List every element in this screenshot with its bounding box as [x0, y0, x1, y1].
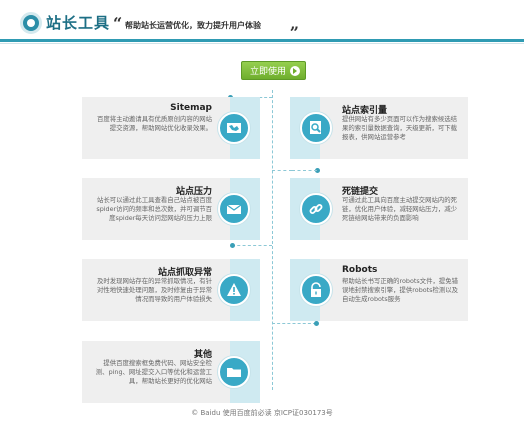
card-crawl-error[interactable]: 站点抓取异常 及时发现网站存在的异常抓取情况，有针对性地快速处理问题，及时修复由…	[82, 259, 260, 321]
magnifier-icon	[300, 112, 332, 144]
card-title: Robots	[342, 265, 378, 275]
quote-open: “	[113, 14, 123, 33]
card-dead-link[interactable]: 死链提交 可通过此工具向百度主动提交网站内的死链，优化用户体验，减轻网站压力，减…	[290, 178, 468, 240]
arrow-right-icon	[290, 66, 300, 76]
timeline-branch	[292, 170, 317, 171]
card-title: 站点压力	[175, 187, 212, 197]
card-desc: 帮助站长书写正确的robots文件，提免错误地封禁搜索引擎，提供robots检测…	[342, 277, 459, 303]
quote-close: „	[290, 14, 300, 33]
timeline-branch	[272, 170, 292, 171]
card-site-pressure[interactable]: 站点压力 站长可以通过此工具查看自己站点被百度spider访问的频率和总次数，并…	[82, 178, 260, 240]
card-robots[interactable]: Robots 帮助站长书写正确的robots文件，提免错误地封禁搜索引擎，提供r…	[290, 259, 468, 321]
folder-icon	[218, 356, 250, 388]
card-others[interactable]: 其他 提供百度搜索框免费代码、网站安全检测、ping、网址提交入口等优化和运营工…	[82, 341, 260, 403]
use-now-label: 立即使用	[250, 67, 287, 77]
card-desc: 百度将主动邀请具有优质原创内容的网站提交资源，帮助网站优化收录效果。	[96, 115, 212, 132]
page-title: 站长工具	[46, 14, 111, 32]
card-index-count[interactable]: 站点索引量 提供网站有多少页面可以作为搜索候选结果的索引量数据查询，天级更新，可…	[290, 97, 468, 159]
header-divider	[0, 39, 524, 42]
card-desc: 站长可以通过此工具查看自己站点被百度spider访问的频率和总次数，并可调节百度…	[96, 196, 212, 222]
card-title: 站点索引量	[342, 106, 388, 116]
timeline-branch	[232, 245, 272, 246]
card-desc: 提供网站有多少页面可以作为搜索候选结果的索引量数据查询，天级更新，可下载报表，供…	[342, 115, 458, 141]
card-desc: 提供百度搜索框免费代码、网站安全检测、ping、网址提交入口等优化和运营工具，帮…	[95, 359, 212, 385]
card-title: 其他	[193, 350, 212, 360]
use-now-button[interactable]: 立即使用	[241, 61, 306, 80]
page-header: 站长工具 “ 帮助站长运营优化，致力提升用户体验 „	[0, 0, 524, 44]
card-title: 站点抓取异常	[157, 268, 212, 278]
envelope-icon	[218, 193, 250, 225]
tagline: 帮助站长运营优化，致力提升用户体验	[125, 21, 261, 30]
lock-icon	[300, 274, 332, 306]
warning-icon	[218, 274, 250, 306]
header-divider-thin	[0, 43, 524, 44]
map-icon	[218, 112, 250, 144]
timeline-dot	[315, 168, 320, 173]
footer: © Baidu 使用百度前必读 京ICP证030173号	[191, 409, 333, 417]
card-title: Sitemap	[170, 103, 212, 113]
card-desc: 及时发现网站存在的异常抓取情况，有针对性地快速处理问题，及时修复由于异常情况而导…	[96, 277, 212, 303]
timeline-branch	[272, 323, 316, 324]
timeline-spine	[272, 90, 273, 390]
card-title: 死链提交	[342, 187, 379, 197]
card-sitemap[interactable]: Sitemap 百度将主动邀请具有优质原创内容的网站提交资源，帮助网站优化收录效…	[82, 97, 260, 159]
timeline-dot	[314, 321, 319, 326]
link-icon	[300, 193, 332, 225]
timeline-dot	[230, 243, 235, 248]
logo-icon	[20, 12, 42, 34]
card-desc: 可通过此工具向百度主动提交网站内的死链，优化用户体验，减轻网站压力，减少死链给网…	[342, 196, 458, 222]
